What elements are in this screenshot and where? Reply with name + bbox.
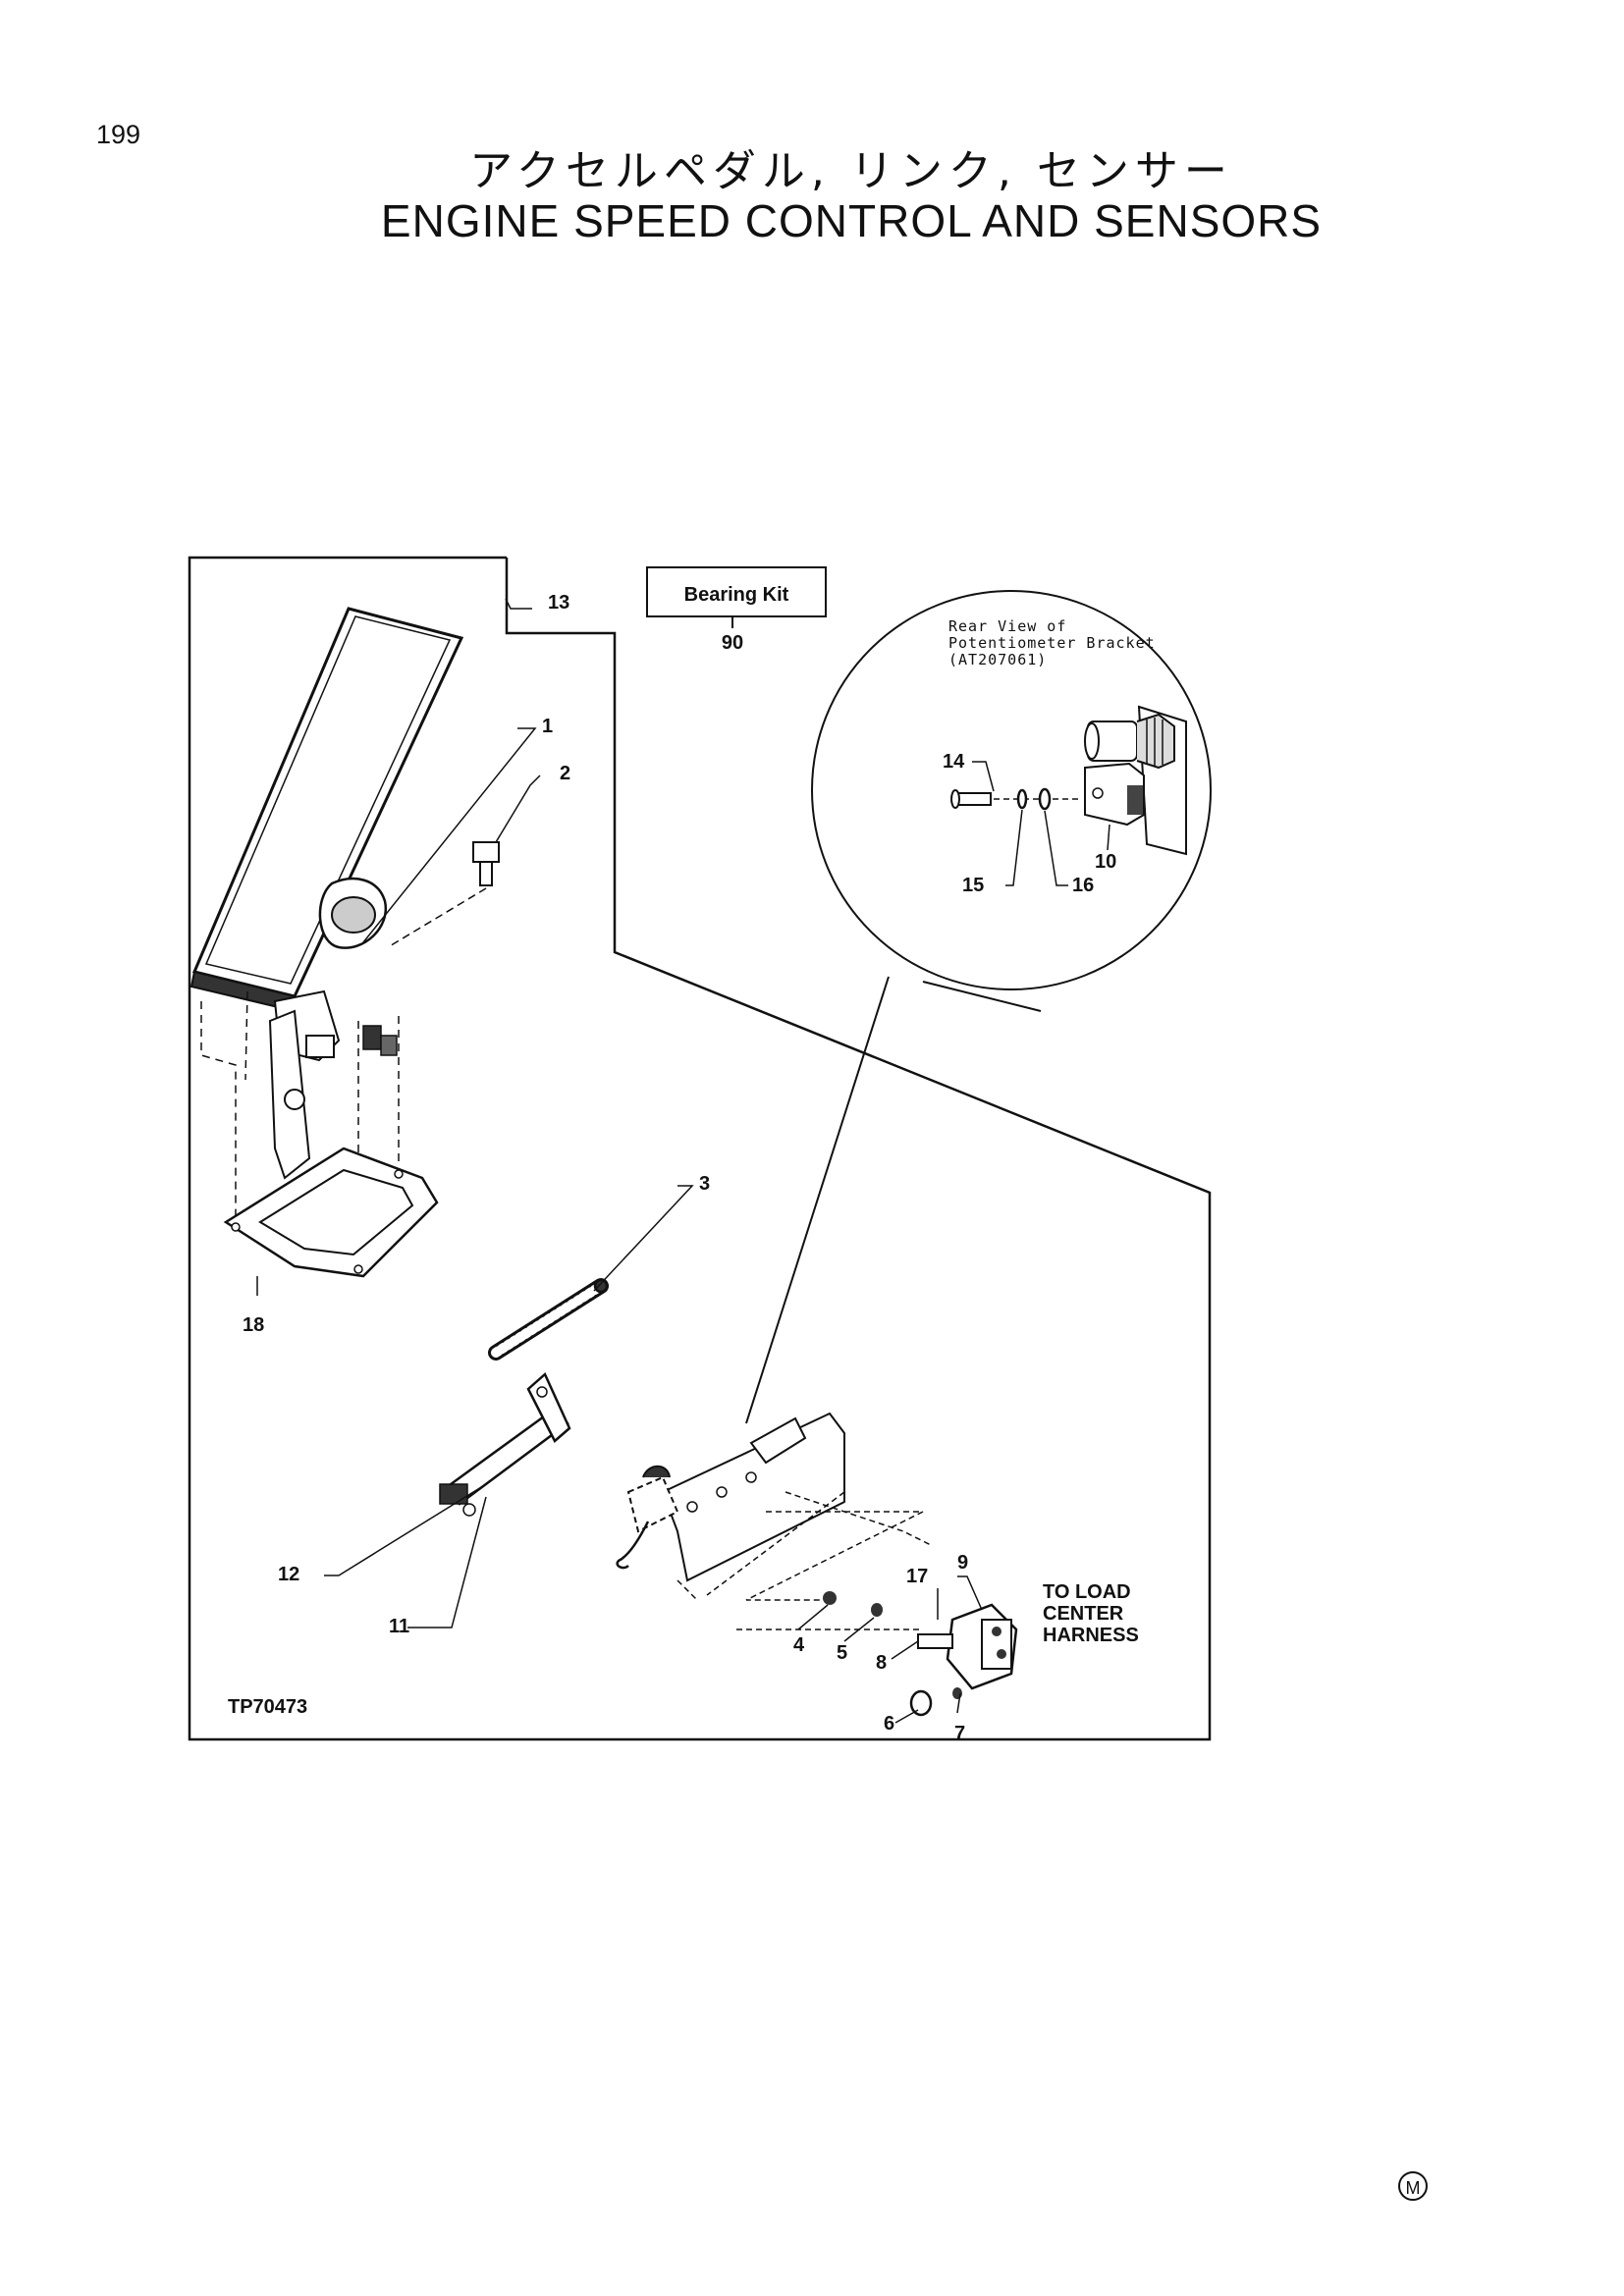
callout-9: 9	[957, 1552, 968, 1574]
callout-2: 2	[560, 763, 570, 784]
callout-5: 5	[837, 1642, 847, 1664]
callout-7: 7	[954, 1723, 965, 1744]
callout-18: 18	[243, 1314, 264, 1336]
callout-6: 6	[884, 1713, 894, 1735]
inset-title-line2: Potentiometer Bracket	[948, 634, 1156, 652]
page-title-japanese: アクセルペダル, リンク, センサー	[469, 146, 1233, 196]
control-lever	[439, 1371, 571, 1517]
callout-11: 11	[389, 1616, 409, 1637]
bearing-kit-label: Bearing Kit	[684, 584, 789, 606]
page-number: 199	[96, 120, 141, 149]
harness-note-line1: TO LOAD	[1043, 1581, 1131, 1603]
harness-note-line3: HARNESS	[1043, 1625, 1139, 1646]
assembly-guide-lines	[200, 990, 400, 1227]
inset-detail: Rear View of Potentiometer Bracket (AT20…	[811, 590, 1212, 990]
return-spring	[488, 1278, 609, 1361]
callout-17: 17	[906, 1566, 928, 1587]
bearing-kit-box: Bearing Kit 90	[646, 566, 827, 654]
page-title: ENGINE SPEED CONTROL AND SENSORS	[380, 195, 1323, 246]
callout-4: 4	[793, 1634, 805, 1656]
accelerator-pedal	[189, 607, 464, 1180]
callout-16: 16	[1072, 875, 1094, 896]
diagram-frame	[188, 556, 1212, 1741]
inset-title-line1: Rear View of	[948, 617, 1066, 635]
drawing-id: TP70473	[228, 1696, 307, 1718]
callout-1: 1	[542, 716, 553, 737]
callout-10: 10	[1095, 851, 1116, 873]
callout-3: 3	[699, 1173, 710, 1195]
callout-12: 12	[278, 1564, 299, 1585]
floor-gasket	[223, 1147, 439, 1278]
registered-mark-icon: M	[1398, 2171, 1428, 2201]
bolt-2	[387, 841, 500, 948]
callout-14: 14	[943, 751, 965, 773]
callouts	[256, 598, 983, 1724]
harness-note-line2: CENTER	[1043, 1603, 1124, 1625]
inset-title-line3: (AT207061)	[948, 651, 1047, 668]
potentiometer	[823, 1591, 1018, 1717]
sensor-bracket-assembly	[616, 1412, 934, 1630]
callout-13: 13	[548, 592, 569, 614]
callout-8: 8	[876, 1652, 887, 1674]
bearing-kit-ref: 90	[722, 632, 743, 654]
callout-15: 15	[962, 875, 984, 896]
